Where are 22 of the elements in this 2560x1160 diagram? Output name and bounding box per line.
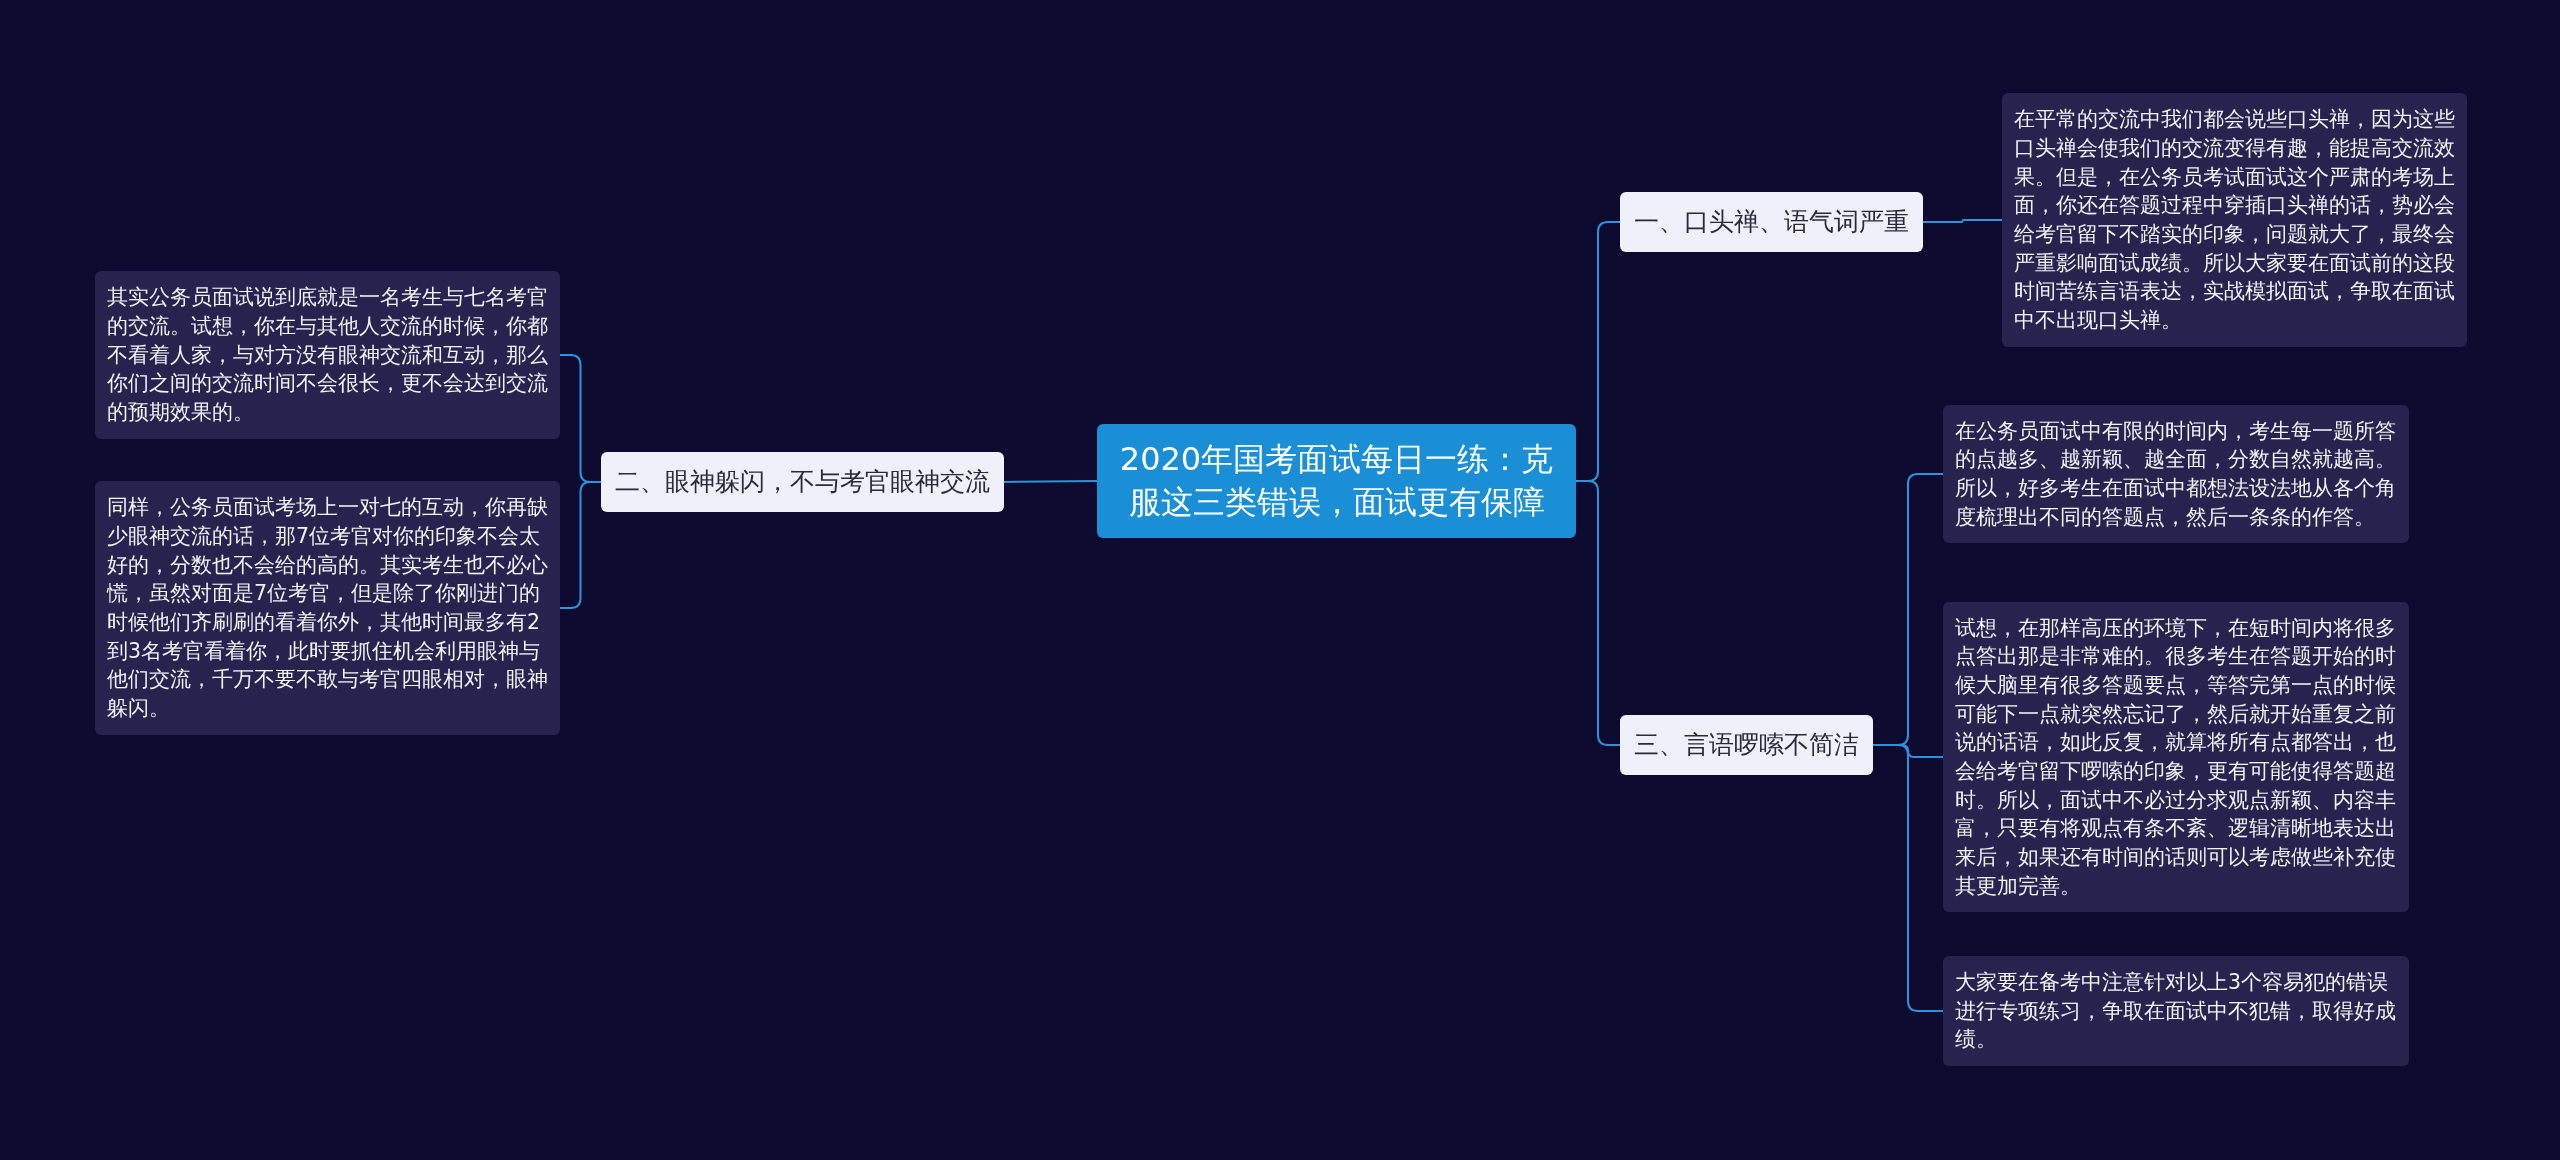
note-text: 其实公务员面试说到底就是一名考生与七名考官的交流。试想，你在与其他人交流的时候，你都不看着人家，与对方没有眼神交流和互动，那么你们之间的交流时间不会很长，更不会达到交流的预期效果的。 bbox=[107, 284, 548, 427]
connector-line bbox=[1003, 480, 1098, 483]
topic-label: 2020年国考面试每日一练：克服这三类错误，面试更有保障 bbox=[1118, 438, 1555, 523]
note-card bbox=[1943, 404, 2409, 544]
topic-label: 一、口头禅、语气词严重 bbox=[1634, 205, 1909, 238]
topic-label: 二、眼神躲闪，不与考官眼神交流 bbox=[615, 465, 990, 498]
note-card bbox=[1943, 955, 2409, 1067]
connector-line bbox=[1922, 219, 2003, 223]
note-text: 同样，公务员面试考场上一对七的互动，你再缺少眼神交流的话，那7位考官对你的印象不会太好的，分数也不会给的高的。其实考生也不必心慌，虽然对面是7位考官，但是除了你刚进门的时候他们齐刷刷的看着你外，其他时间最多有2到3名考官看着你，此时要抓住机会利用眼神与他们交流，千万不要不敢与考官四眼相对，眼神躲闪。 bbox=[107, 494, 548, 723]
note-text: 在公务员面试中有限的时间内，考生每一题所答的点越多、越新颖、越全面，分数自然就越高。所以，好多考生在面试中都想法设法地从各个角度梳理出不同的答题点，然后一条条的作答。 bbox=[1955, 417, 2397, 531]
connector-line bbox=[1872, 744, 1944, 1012]
note-text: 大家要在备考中注意针对以上3个容易犯的错误进行专项练习，争取在面试中不犯错，取得好成绩。 bbox=[1955, 968, 2397, 1054]
branch-topic-box bbox=[1620, 191, 1923, 253]
note-card bbox=[95, 271, 560, 439]
topic-label: 三、言语啰嗦不简洁 bbox=[1634, 728, 1859, 761]
connector-line bbox=[559, 481, 602, 609]
note-text: 在平常的交流中我们都会说些口头禅，因为这些口头禅会使我们的交流变得有趣，能提高交流效果。但是，在公务员考试面试这个严肃的考场上面，你还在答题过程中穿插口头禅的话，势必会给考官留下不踏实的印象，问题就大了，最终会严重影响面试成绩。所以大家要在面试前的这段时间苦练言语表达，实战模拟面试，争取在面试中不出现口头禅。 bbox=[2014, 106, 2455, 335]
branch-topic-box bbox=[1620, 714, 1873, 776]
central-topic-box bbox=[1097, 423, 1576, 539]
connector-line bbox=[1575, 480, 1621, 746]
branch-topic-box bbox=[601, 451, 1004, 513]
note-text: 试想，在那样高压的环境下，在短时间内将很多点答出那是非常难的。很多考生在答题开始的时候大脑里有很多答题要点，等答完第一点的时候可能下一点就突然忘记了，然后就开始重复之前说的话语，如此反复，就算将所有点都答出，也会给考官留下啰嗦的印象，更有可能使得答题超时。所以，面试中不必过分求观点新颖、内容丰富，只要有将观点有条不紊、逻辑清晰地表达出来后，如果还有时间的话则可以考虑做些补充使其更加完善。 bbox=[1955, 614, 2397, 900]
